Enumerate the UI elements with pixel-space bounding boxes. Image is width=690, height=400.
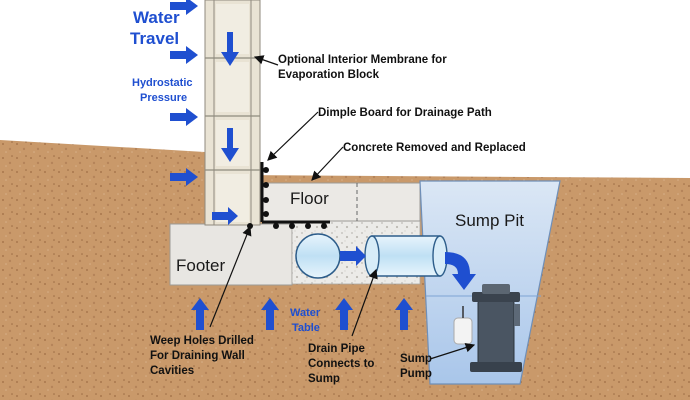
drain-callout-2: Connects to xyxy=(308,358,374,370)
pump-callout-2: Pump xyxy=(400,368,432,380)
hydrostatic-label-2: Pressure xyxy=(140,92,187,104)
footer-label: Footer xyxy=(176,256,225,275)
water-table-label-1: Water xyxy=(290,307,321,319)
weep-callout-3: Cavities xyxy=(150,365,194,377)
pump-callout-1: Sump xyxy=(400,353,432,365)
weep-callout-1: Weep Holes Drilled xyxy=(150,335,254,347)
drain-pipe-to-sump xyxy=(364,235,448,277)
flow-arrow-into-pit xyxy=(445,252,476,290)
drain-callout-3: Sump xyxy=(308,373,340,385)
flow-arrow-right xyxy=(340,246,366,266)
arrow-right-icon xyxy=(170,0,198,186)
membrane-callout-2: Evaporation Block xyxy=(278,69,380,81)
membrane-callout-1: Optional Interior Membrane for xyxy=(278,54,447,66)
floor-label: Floor xyxy=(290,189,329,208)
drain-pipe-section xyxy=(295,233,341,279)
concrete-callout: Concrete Removed and Replaced xyxy=(343,142,526,154)
arrow-up-icon xyxy=(191,298,413,330)
callout-leaders xyxy=(209,55,476,360)
water-table-label-2: Table xyxy=(292,322,320,334)
water-travel-label-1: Water xyxy=(133,8,180,27)
sump-pit-label: Sump Pit xyxy=(455,211,524,230)
sump-pump-icon xyxy=(453,284,522,372)
soil-left-upper xyxy=(0,140,205,400)
dimple-board xyxy=(247,162,330,229)
water-travel-label-2: Travel xyxy=(130,29,179,48)
weep-callout-2: For Draining Wall xyxy=(150,350,245,362)
floor-slab xyxy=(261,182,421,222)
dimple-callout: Dimple Board for Drainage Path xyxy=(318,107,492,119)
drain-callout-1: Drain Pipe xyxy=(308,343,365,355)
hydrostatic-label-1: Hydrostatic xyxy=(132,77,193,89)
block-wall xyxy=(204,0,261,226)
wall-flow-arrows xyxy=(212,32,239,225)
